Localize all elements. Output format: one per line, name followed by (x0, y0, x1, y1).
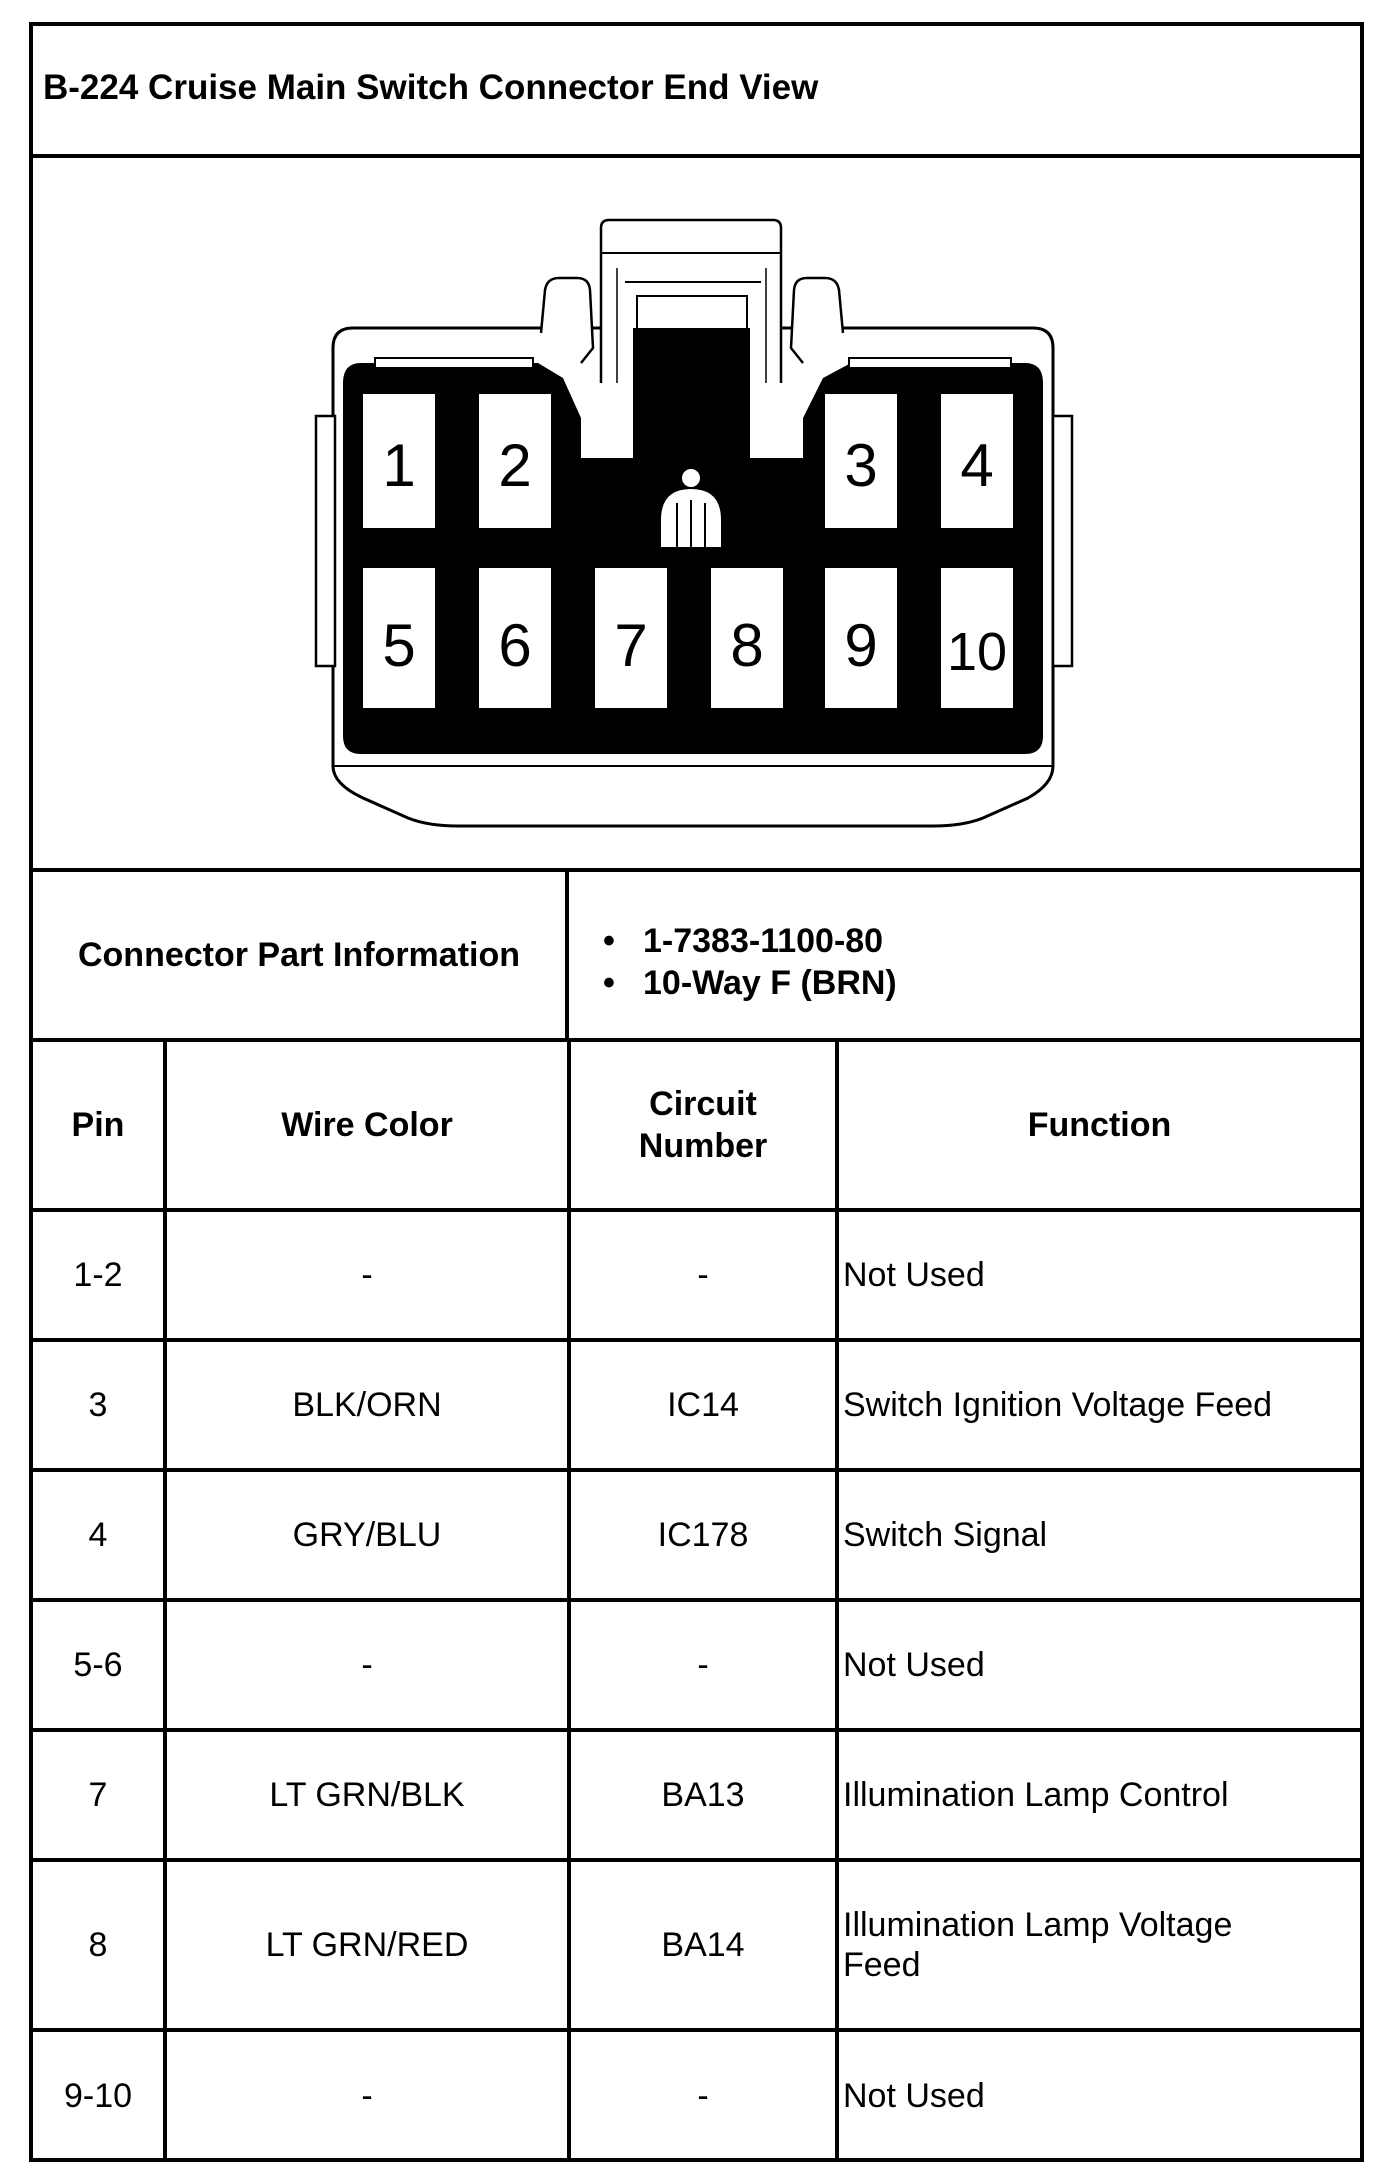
function-cell: Not Used (835, 1208, 1360, 1342)
header-circuit-number: Circuit Number (567, 1042, 839, 1212)
function-cell: Not Used (835, 1598, 1360, 1732)
connector-shell-outline (331, 326, 1055, 828)
part-number-text: 1-7383-1100-80 (643, 922, 884, 960)
pin-label-1: 1 (382, 432, 415, 499)
pin-cavity-10: 10 (941, 568, 1013, 708)
header-function: Function (835, 1042, 1360, 1212)
connector-part-info-list: •1-7383-1100-80 •10-Way F (BRN) (603, 920, 897, 1004)
pinout-table: Pin Wire Color Circuit Number Function 1… (33, 1042, 1360, 2160)
right-lock-hook (789, 276, 845, 364)
pin-cell: 9-10 (33, 2028, 167, 2160)
connector-diagram-panel: 1 2 3 4 5 6 (33, 158, 1360, 872)
wire-color-cell: BLK/ORN (163, 1338, 571, 1472)
pin-label-10: 10 (947, 622, 1007, 682)
function-cell: Switch Signal (835, 1468, 1360, 1602)
connector-document: B-224 Cruise Main Switch Connector End V… (29, 22, 1364, 2162)
table-row: 7 LT GRN/BLK BA13 Illumination Lamp Cont… (33, 1728, 1360, 1862)
pin-cavity-8: 8 (711, 568, 783, 708)
pin-label-4: 4 (960, 432, 993, 499)
pin-cavity-5: 5 (363, 568, 435, 708)
table-row: 5-6 - - Not Used (33, 1598, 1360, 1732)
table-row: 8 LT GRN/RED BA14 Illumination Lamp Volt… (33, 1858, 1360, 2032)
table-row: 3 BLK/ORN IC14 Switch Ignition Voltage F… (33, 1338, 1360, 1472)
pin-cavity-2: 2 (479, 394, 551, 528)
circuit-cell: - (567, 1208, 839, 1342)
table-header-row: Pin Wire Color Circuit Number Function (33, 1042, 1360, 1212)
function-cell: Illumination Lamp Voltage Feed (835, 1858, 1360, 2032)
pin-cavity-1: 1 (363, 394, 435, 528)
circuit-cell: IC14 (567, 1338, 839, 1472)
pin-label-9: 9 (844, 612, 877, 679)
left-lock-hook (539, 276, 595, 364)
pin-label-3: 3 (844, 432, 877, 499)
wire-color-cell: LT GRN/RED (163, 1858, 571, 2032)
pin-cavity-6: 6 (479, 568, 551, 708)
circuit-cell: - (567, 1598, 839, 1732)
header-wire-color: Wire Color (163, 1042, 571, 1212)
pin-cavity-9: 9 (825, 568, 897, 708)
wire-color-cell: - (163, 2028, 571, 2160)
pin-cavity-3: 3 (825, 394, 897, 528)
pin-cell: 4 (33, 1468, 167, 1602)
wire-color-cell: - (163, 1598, 571, 1732)
title-row: B-224 Cruise Main Switch Connector End V… (33, 26, 1360, 158)
part-type-text: 10-Way F (BRN) (643, 964, 897, 1002)
wire-color-cell: GRY/BLU (163, 1468, 571, 1602)
pin-label-6: 6 (498, 612, 531, 679)
part-info-item: •10-Way F (BRN) (603, 964, 897, 1002)
pin-cell: 3 (33, 1338, 167, 1472)
pin-cell: 5-6 (33, 1598, 167, 1732)
circuit-cell: BA14 (567, 1858, 839, 2032)
table-row: 9-10 - - Not Used (33, 2028, 1360, 2160)
table-row: 4 GRY/BLU IC178 Switch Signal (33, 1468, 1360, 1602)
pin-cell: 7 (33, 1728, 167, 1862)
function-cell: Illumination Lamp Control (835, 1728, 1360, 1862)
function-cell: Switch Ignition Voltage Feed (835, 1338, 1360, 1472)
pin-cavity-4: 4 (941, 394, 1013, 528)
connector-part-info-row: Connector Part Information •1-7383-1100-… (33, 872, 1360, 1042)
wire-color-cell: - (163, 1208, 571, 1342)
pin-cavity-7: 7 (595, 568, 667, 708)
circuit-cell: - (567, 2028, 839, 2160)
left-side-tab (314, 414, 337, 668)
part-info-item: •1-7383-1100-80 (603, 922, 884, 960)
pin-cell: 1-2 (33, 1208, 167, 1342)
connector-part-info-label: Connector Part Information (33, 872, 569, 1038)
pin-cell: 8 (33, 1858, 167, 2032)
page-title: B-224 Cruise Main Switch Connector End V… (43, 68, 819, 107)
wire-color-cell: LT GRN/BLK (163, 1728, 571, 1862)
circuit-cell: IC178 (567, 1468, 839, 1602)
table-row: 1-2 - - Not Used (33, 1208, 1360, 1342)
pin-label-2: 2 (498, 432, 531, 499)
pin-label-8: 8 (730, 612, 763, 679)
pin-label-7: 7 (614, 612, 647, 679)
header-pin: Pin (33, 1042, 167, 1212)
right-side-tab (1051, 414, 1074, 668)
circuit-cell: BA13 (567, 1728, 839, 1862)
connector-end-view-diagram: 1 2 3 4 5 6 (314, 218, 1074, 828)
pin-label-5: 5 (382, 612, 415, 679)
function-cell: Not Used (835, 2028, 1360, 2160)
